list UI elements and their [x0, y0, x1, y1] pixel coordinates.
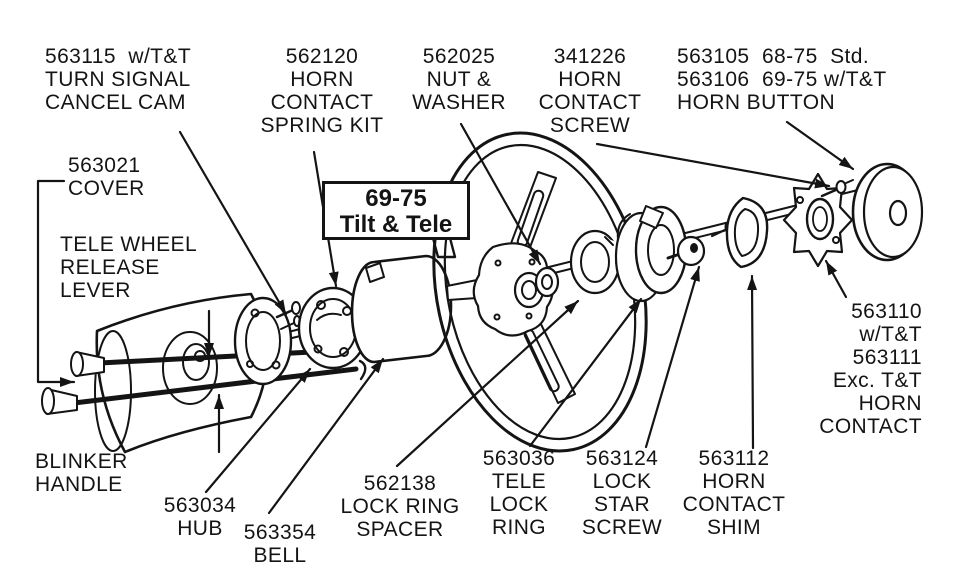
lock-star-screw-part	[666, 235, 706, 267]
tilt-tele-box-label: 69-75 Tilt & Tele	[322, 181, 470, 240]
hub-leader	[204, 367, 312, 494]
turn-signal-cancel-cam	[233, 296, 301, 386]
contact-screw-leader	[595, 142, 831, 189]
tele-ring-leader	[528, 297, 643, 448]
wheel-hub-casting	[472, 242, 554, 337]
steering-wheel	[432, 131, 648, 453]
horn-contact-shim-part	[725, 196, 769, 269]
horn-contact-part	[782, 172, 854, 268]
column-cover	[94, 292, 269, 454]
spacer-leader	[395, 299, 580, 468]
cover-leader	[36, 179, 76, 387]
tilt-tele-box-line1: 69-75	[365, 185, 427, 212]
horn-button-part	[851, 162, 924, 262]
leader-lines	[36, 120, 855, 515]
shim-leader	[747, 274, 758, 450]
bell-part	[350, 254, 453, 364]
horn-contact-leader	[824, 259, 848, 299]
cancel-cam-leader	[178, 130, 288, 316]
bell-leader	[267, 357, 385, 515]
tilt-tele-box-line2: Tilt & Tele	[339, 211, 453, 238]
nut-and-washer	[513, 266, 560, 309]
nut-washer-leader	[459, 122, 542, 266]
horn-contact-screw-part	[820, 179, 854, 198]
tele-lock-ring-part	[614, 205, 688, 303]
horn-button-leader	[785, 120, 855, 171]
star-screw-leader	[644, 265, 701, 449]
